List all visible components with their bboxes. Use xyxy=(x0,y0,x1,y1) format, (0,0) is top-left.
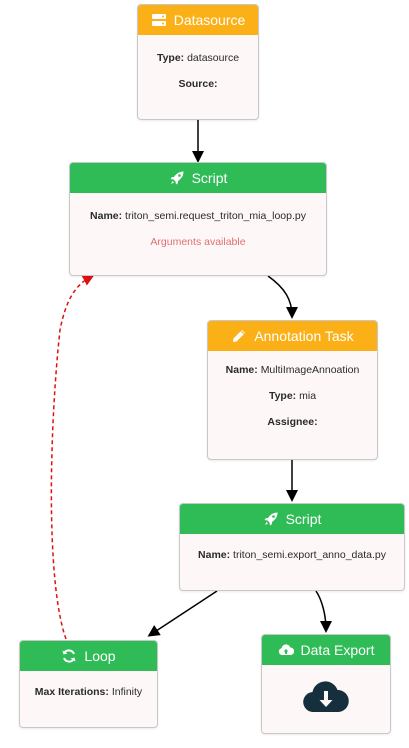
name-label: Name: xyxy=(225,364,258,376)
datasource-type-row: Type: datasource xyxy=(138,51,258,65)
script-node-export[interactable]: Script Name: triton_semi.export_anno_dat… xyxy=(179,503,405,591)
annotation-name-row: Name: MultiImageAnnoation xyxy=(208,363,377,377)
pencil-icon xyxy=(231,328,247,344)
max-iterations-label: Max Iterations: xyxy=(34,686,109,698)
annotation-task-node[interactable]: Annotation Task Name: MultiImageAnnoatio… xyxy=(207,320,378,460)
type-value: mia xyxy=(299,390,317,402)
rocket-icon xyxy=(169,170,185,186)
script-name-row: Name: triton_semi.request_triton_mia_loo… xyxy=(70,209,326,223)
edge-script-annotation xyxy=(267,275,298,319)
datasource-node[interactable]: Datasource Type: datasource Source: xyxy=(137,4,259,120)
script-title: Script xyxy=(191,170,228,186)
script-header: Script xyxy=(70,163,326,193)
annotation-type-row: Type: mia xyxy=(208,389,377,403)
script-title: Script xyxy=(285,511,322,527)
name-value: MultiImageAnnoation xyxy=(260,364,360,376)
max-iterations-value: Infinity xyxy=(111,686,143,698)
annotation-assignee-row: Assignee: xyxy=(208,415,377,429)
script-header: Script xyxy=(180,504,404,534)
name-label: Name: xyxy=(90,210,123,222)
name-label: Name: xyxy=(198,549,231,561)
type-label: Type: xyxy=(156,52,185,64)
name-value: triton_semi.request_triton_mia_loop.py xyxy=(125,210,306,222)
loop-node[interactable]: Loop Max Iterations: Infinity xyxy=(19,640,158,728)
annotation-title: Annotation Task xyxy=(254,328,354,344)
type-value: datasource xyxy=(187,52,240,64)
data-export-title: Data Export xyxy=(300,642,375,658)
server-icon xyxy=(151,12,167,28)
assignee-label: Assignee: xyxy=(267,416,318,428)
edge-script-loop xyxy=(147,590,218,637)
datasource-source-row: Source: xyxy=(138,77,258,91)
loop-max-row: Max Iterations: Infinity xyxy=(20,685,157,699)
script-name-row: Name: triton_semi.export_anno_data.py xyxy=(180,548,404,562)
datasource-header: Datasource xyxy=(138,5,258,35)
script-node-request[interactable]: Script Name: triton_semi.request_triton_… xyxy=(69,162,327,276)
data-export-body xyxy=(262,679,390,718)
data-export-header: Data Export xyxy=(262,635,390,665)
edge-script-export xyxy=(315,590,332,633)
data-export-node[interactable]: Data Export xyxy=(261,634,391,734)
edge-loop-back xyxy=(50,274,95,640)
loop-title: Loop xyxy=(84,648,116,664)
type-label: Type: xyxy=(268,390,297,402)
rocket-icon xyxy=(263,511,279,527)
source-label: Source: xyxy=(178,78,218,90)
name-value: triton_semi.export_anno_data.py xyxy=(233,549,386,561)
annotation-header: Annotation Task xyxy=(208,321,377,351)
sync-icon xyxy=(61,648,77,664)
datasource-title: Datasource xyxy=(173,12,246,28)
arguments-available-text: Arguments available xyxy=(150,236,246,248)
cloud-download-icon xyxy=(303,679,349,718)
loop-header: Loop xyxy=(20,641,157,671)
cloud-upload-icon xyxy=(278,642,294,658)
